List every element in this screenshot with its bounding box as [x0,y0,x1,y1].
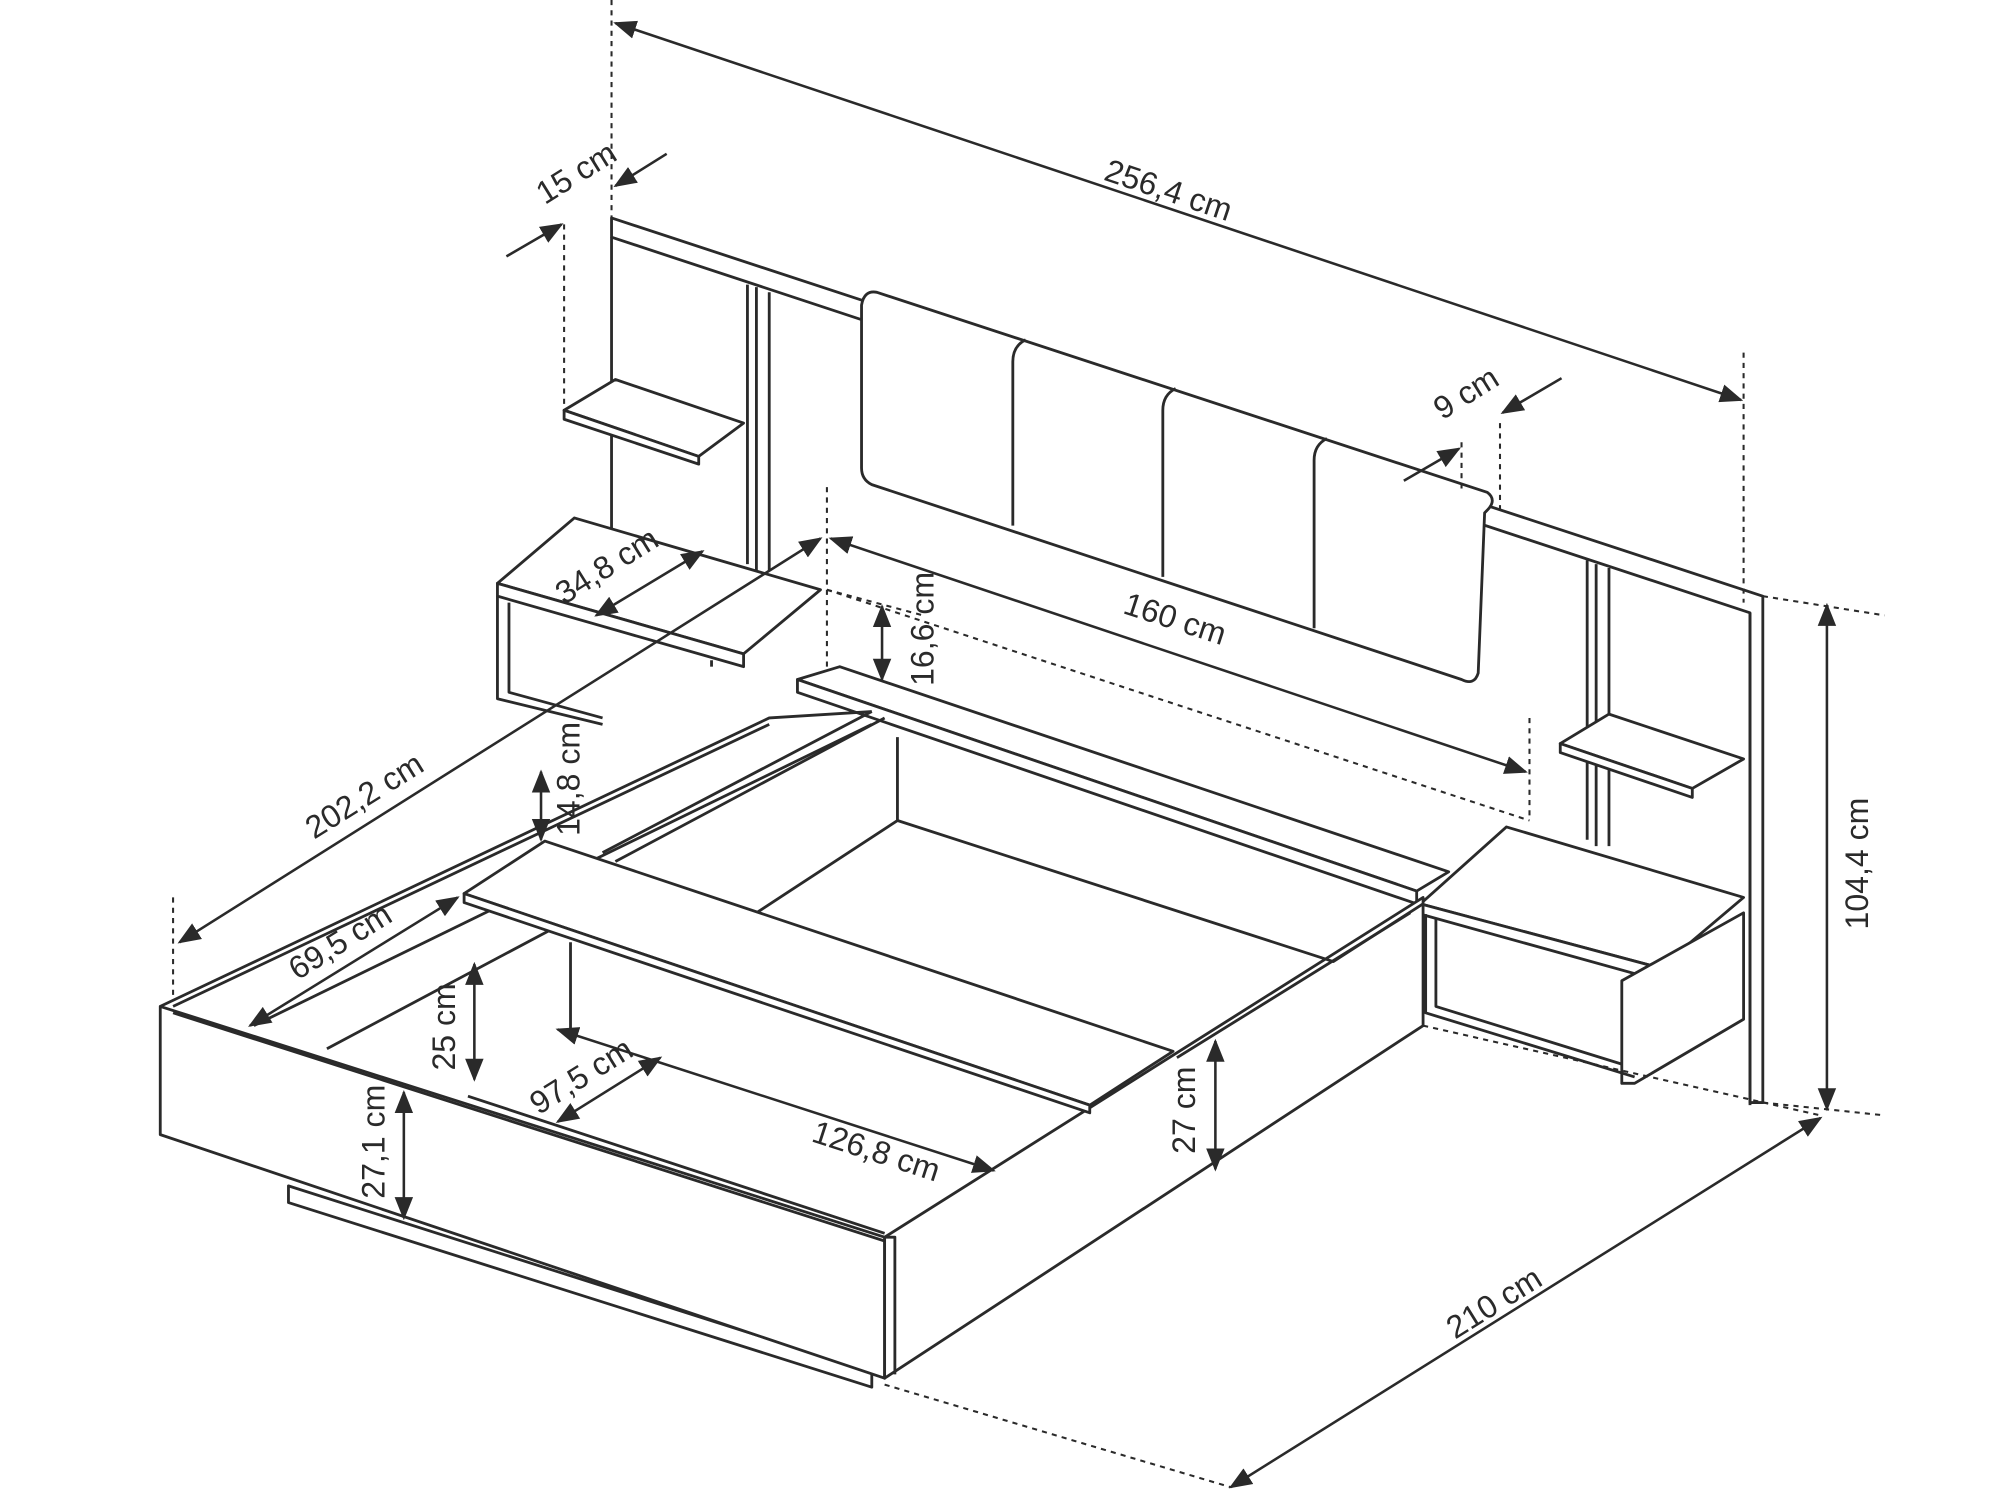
label-frame-length: 202,2 cm [299,745,430,845]
label-total-length: 210 cm [1440,1259,1548,1345]
dimension-lines [177,20,1837,1489]
right-nightstand [1419,825,1745,1085]
left-wall-shelf [562,378,746,466]
label-nightstand-height: 14,8 cm [550,722,586,836]
label-side-panel-depth: 15 cm [530,134,623,211]
headboard-shelf [796,665,1451,906]
label-total-height: 104,4 cm [1839,798,1875,930]
right-wall-shelf [1558,712,1745,799]
label-headboard-panel-depth: 9 cm [1427,359,1505,426]
label-storage-height: 25 cm [426,983,462,1070]
label-total-width: 256,4 cm [1100,152,1236,228]
label-headboard-shelf-height: 16,6 cm [904,572,940,686]
label-front-height: 27,1 cm [356,1085,392,1199]
label-inner-length: 126,8 cm [808,1113,945,1188]
label-side-height: 27 cm [1166,1067,1202,1154]
bed-frame [158,710,1425,1389]
